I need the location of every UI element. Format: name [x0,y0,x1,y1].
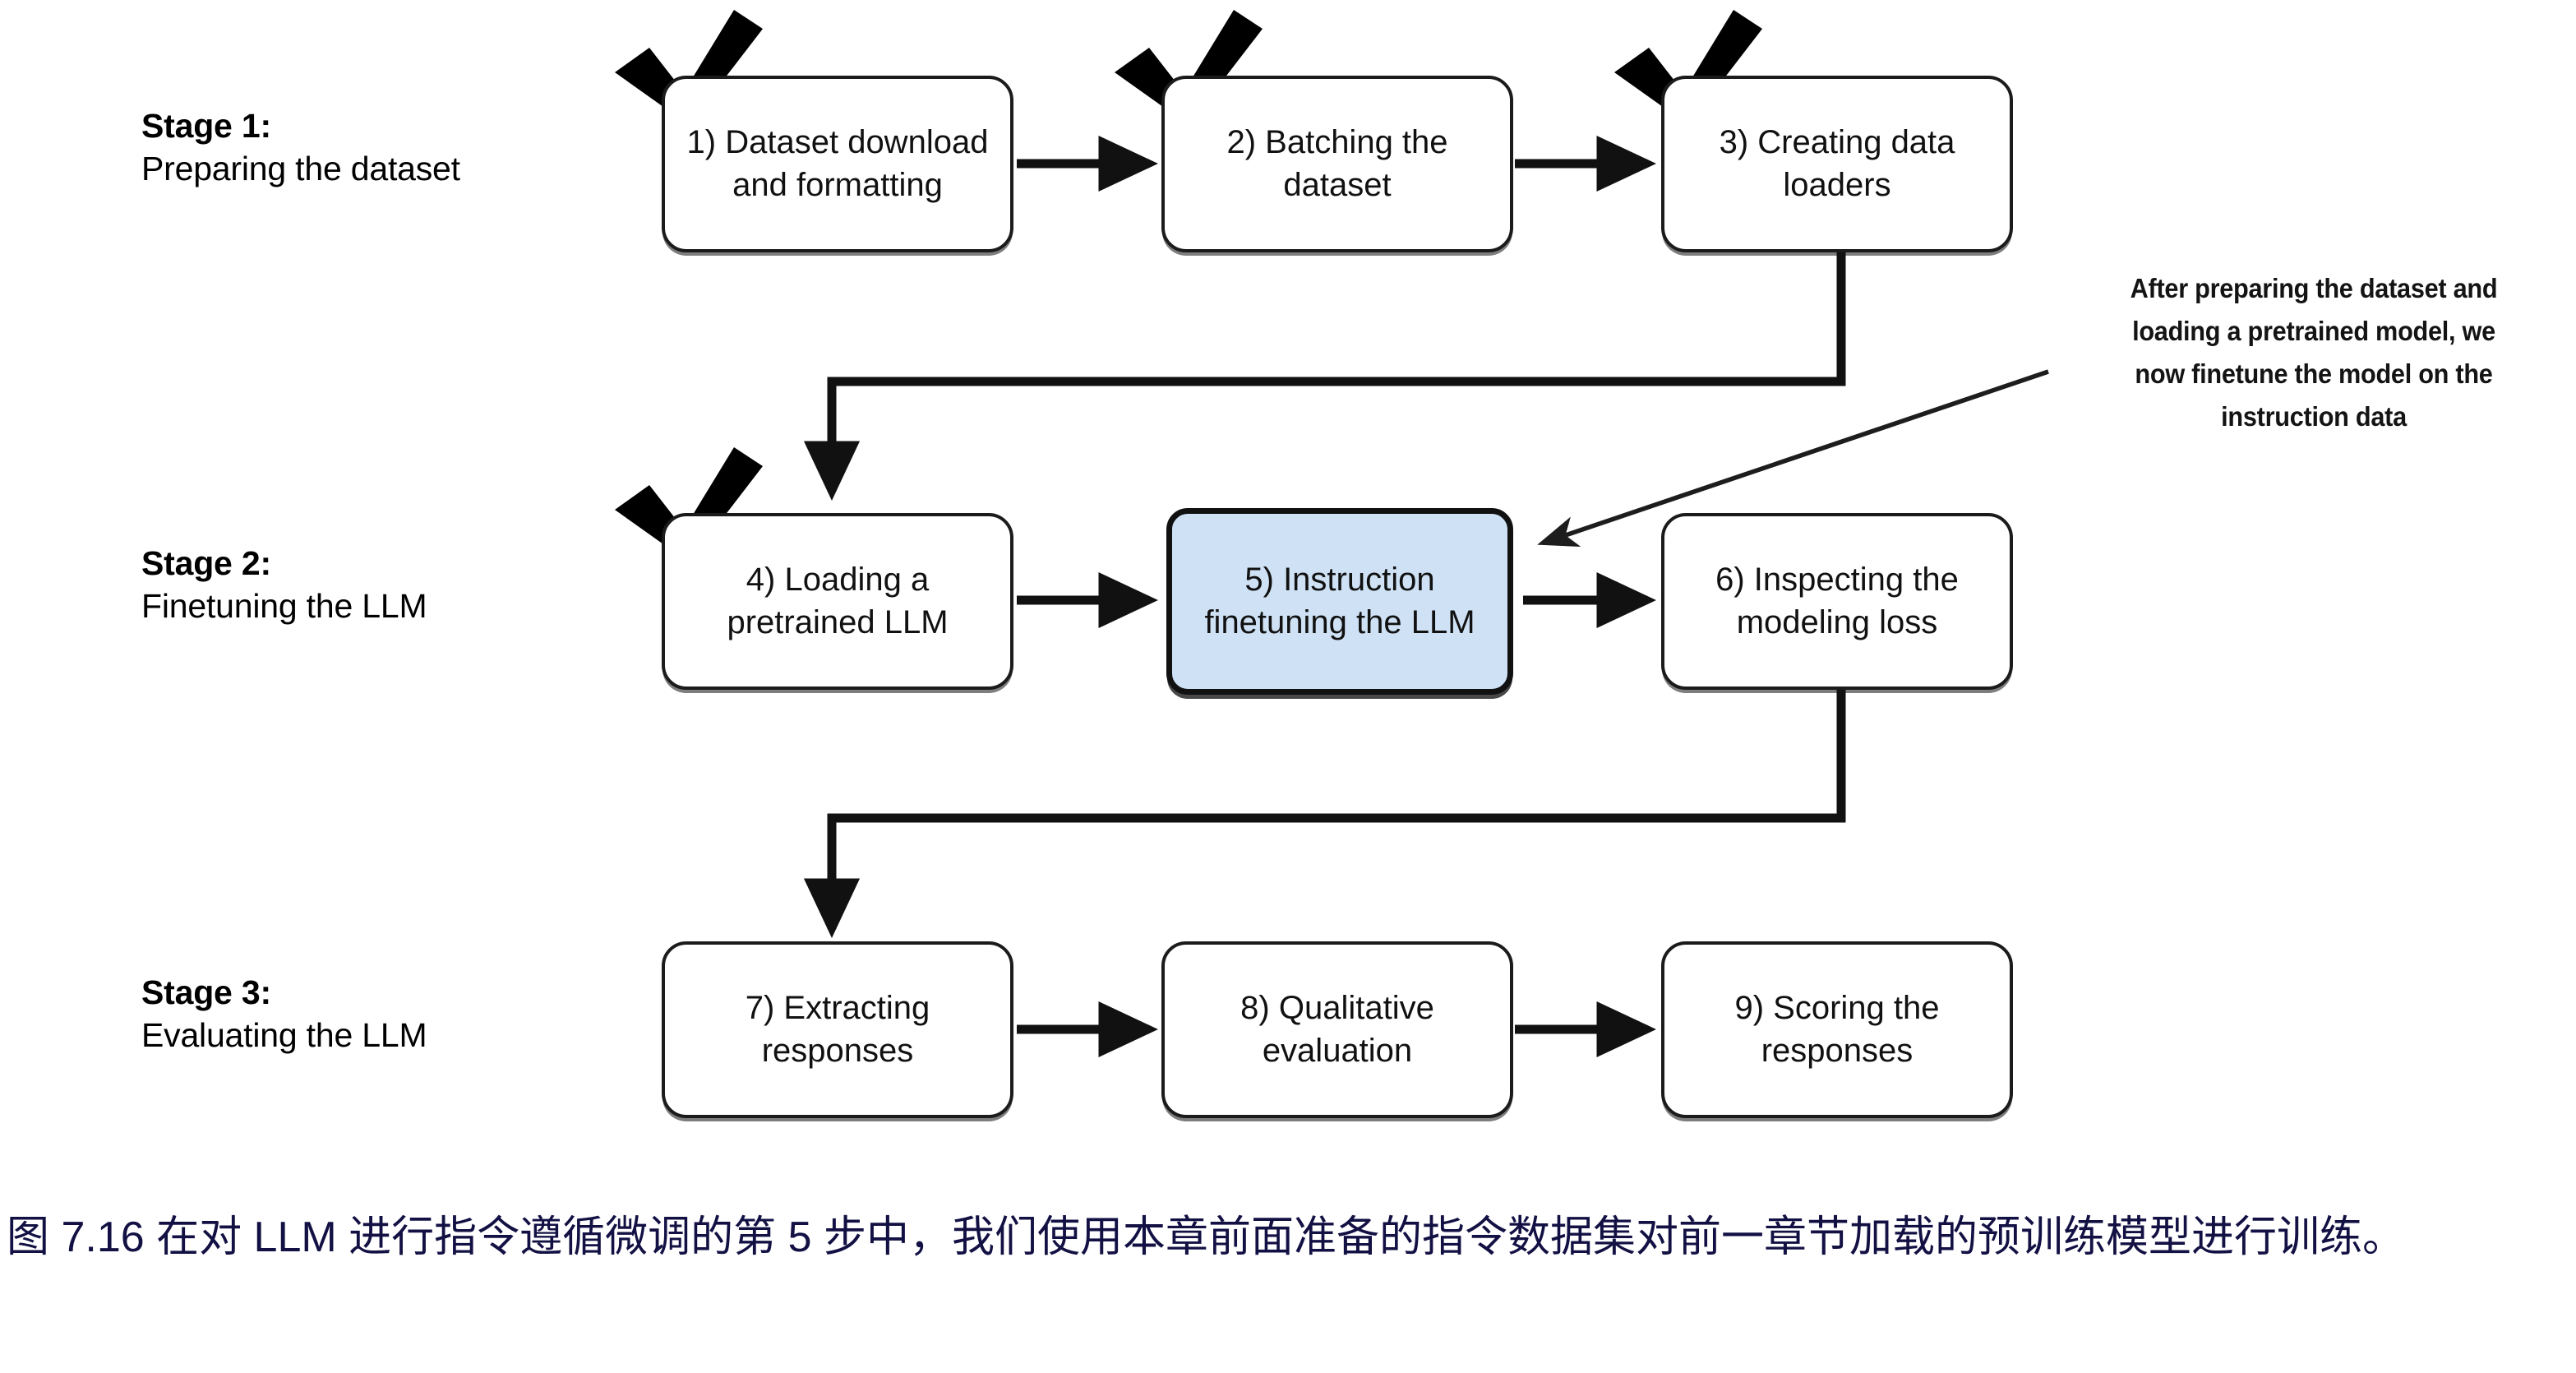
flow-box-step-1[interactable]: 1) Dataset download and formatting [662,76,1013,252]
flow-box-step-9[interactable]: 9) Scoring the responses [1661,941,2013,1118]
annotation-line-3: now finetune the model on the [2135,358,2493,390]
flow-box-step-6-label: 6) Inspecting the modeling loss [1715,562,1959,640]
flow-box-step-9-label: 9) Scoring the responses [1734,990,1940,1069]
stage-1-title: Stage 1: [141,107,271,145]
flow-box-step-2[interactable]: 2) Batching the dataset [1161,76,1513,252]
annotation-line-1: After preparing the dataset and [2130,273,2498,303]
flow-box-step-1-label: 1) Dataset download and formatting [686,124,989,203]
stage-3-title: Stage 3: [141,973,271,1011]
figure-caption: 图 7.16 在对 LLM 进行指令遵循微调的第 5 步中，我们使用本章前面准备… [7,1214,2405,1261]
connector-stage2-to-stage3 [803,689,1846,939]
flow-box-step-8[interactable]: 8) Qualitative evaluation [1161,941,1513,1118]
flow-box-step-8-label: 8) Qualitative evaluation [1240,990,1434,1069]
stage-2-title: Stage 2: [141,544,271,582]
flow-box-step-2-label: 2) Batching the dataset [1226,124,1448,203]
flow-box-step-4-label: 4) Loading a pretrained LLM [727,562,949,640]
flow-box-step-7[interactable]: 7) Extracting responses [662,941,1013,1118]
flow-box-step-4[interactable]: 4) Loading a pretrained LLM [662,513,1013,690]
flow-box-step-3-label: 3) Creating data loaders [1719,124,1955,203]
stage-label-stage-2: Stage 2: Finetuning the LLM [141,543,427,627]
annotation-line-4: instruction data [2221,401,2407,432]
stage-3-subtitle: Evaluating the LLM [141,1015,427,1054]
annotation-callout: After preparing the dataset and loading … [2073,267,2555,439]
stage-label-stage-1: Stage 1: Preparing the dataset [141,105,460,190]
stage-2-subtitle: Finetuning the LLM [141,586,427,625]
connector-stage1-to-stage2 [803,252,1846,502]
stage-label-stage-3: Stage 3: Evaluating the LLM [141,972,427,1056]
annotation-line-2: loading a pretrained model, we [2132,316,2495,347]
flow-box-step-3[interactable]: 3) Creating data loaders [1661,76,2013,252]
flow-box-step-5[interactable]: 5) Instruction finetuning the LLM [1166,508,1513,695]
flow-box-step-5-label: 5) Instruction finetuning the LLM [1204,562,1475,640]
stage-1-subtitle: Preparing the dataset [141,149,460,187]
flow-box-step-6[interactable]: 6) Inspecting the modeling loss [1661,513,2013,690]
flow-box-step-7-label: 7) Extracting responses [745,990,930,1069]
